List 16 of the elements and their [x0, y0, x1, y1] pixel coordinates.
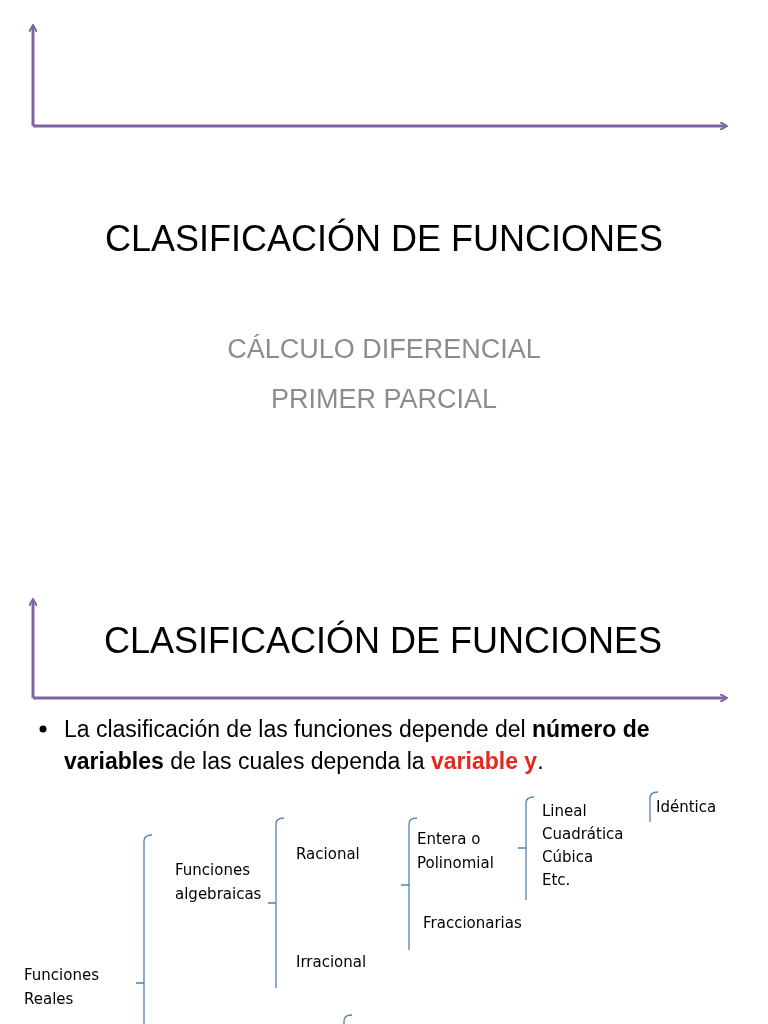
subtitle: CÁLCULO DIFERENCIAL [226, 334, 542, 365]
tree-label: Idéntica [656, 798, 717, 816]
slide-title: CLASIFICACIÓN DE FUNCIONES [103, 218, 665, 260]
bullet-point: La clasificación de las funciones depende del número de variables de las cuales dependa la variable y. [64, 715, 651, 776]
tree-label: Lineal [542, 802, 587, 820]
tree-label: Entera o Polinomial [417, 829, 495, 874]
subtitle: PRIMER PARCIAL [269, 384, 498, 415]
tree-label: Fraccionarias [423, 914, 522, 932]
tree-label: Etc. [542, 871, 571, 889]
tree-label: Funciones Reales [24, 965, 100, 1010]
tree-label: Irracional [296, 953, 367, 971]
slide-title: CLASIFICACIÓN DE FUNCIONES [104, 620, 663, 662]
tree-label: Cuadrática [542, 825, 624, 843]
tree-label: Racional [296, 845, 360, 863]
tree-label: Cúbica [542, 848, 594, 866]
tree-label: Funciones algebraicas [175, 860, 263, 905]
